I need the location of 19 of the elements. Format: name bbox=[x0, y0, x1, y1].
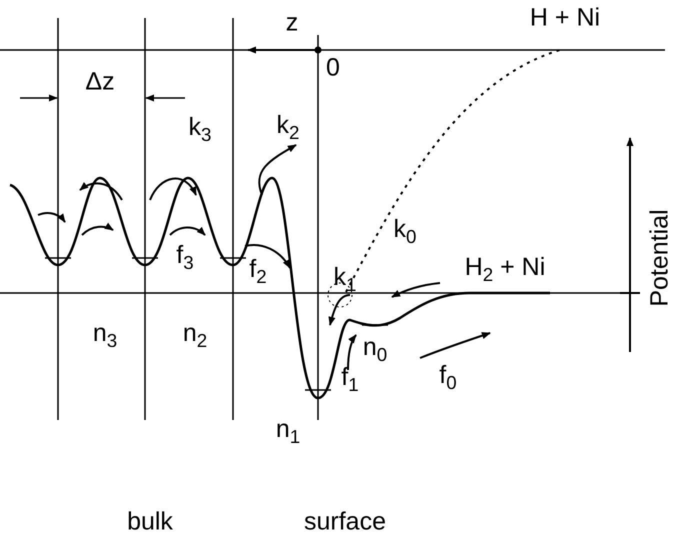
label: n$_{3}$ bbox=[92, 321, 118, 351]
label: n$_{0}$ bbox=[362, 335, 388, 365]
label: H$_{2}$ + Ni bbox=[464, 255, 546, 285]
label: Δz bbox=[85, 70, 115, 94]
label: k$_{2}$ bbox=[276, 113, 300, 143]
label: f$_{0}$ bbox=[439, 363, 457, 393]
label: n$_{2}$ bbox=[182, 321, 208, 351]
label: 0 bbox=[326, 56, 340, 80]
label: f$_{2}$ bbox=[249, 257, 267, 287]
label: k$_{3}$ bbox=[188, 115, 212, 145]
label: n$_{1}$ bbox=[276, 417, 300, 447]
axis-label: Potential bbox=[648, 209, 672, 307]
label: H + Ni bbox=[530, 6, 600, 30]
label: k$_{0}$ bbox=[394, 217, 416, 247]
label: z bbox=[286, 10, 298, 36]
label: surface bbox=[304, 510, 386, 534]
label: f$_{3}$ bbox=[176, 243, 194, 273]
label: f$_{1}$ bbox=[341, 365, 359, 395]
label: bulk bbox=[127, 510, 173, 534]
